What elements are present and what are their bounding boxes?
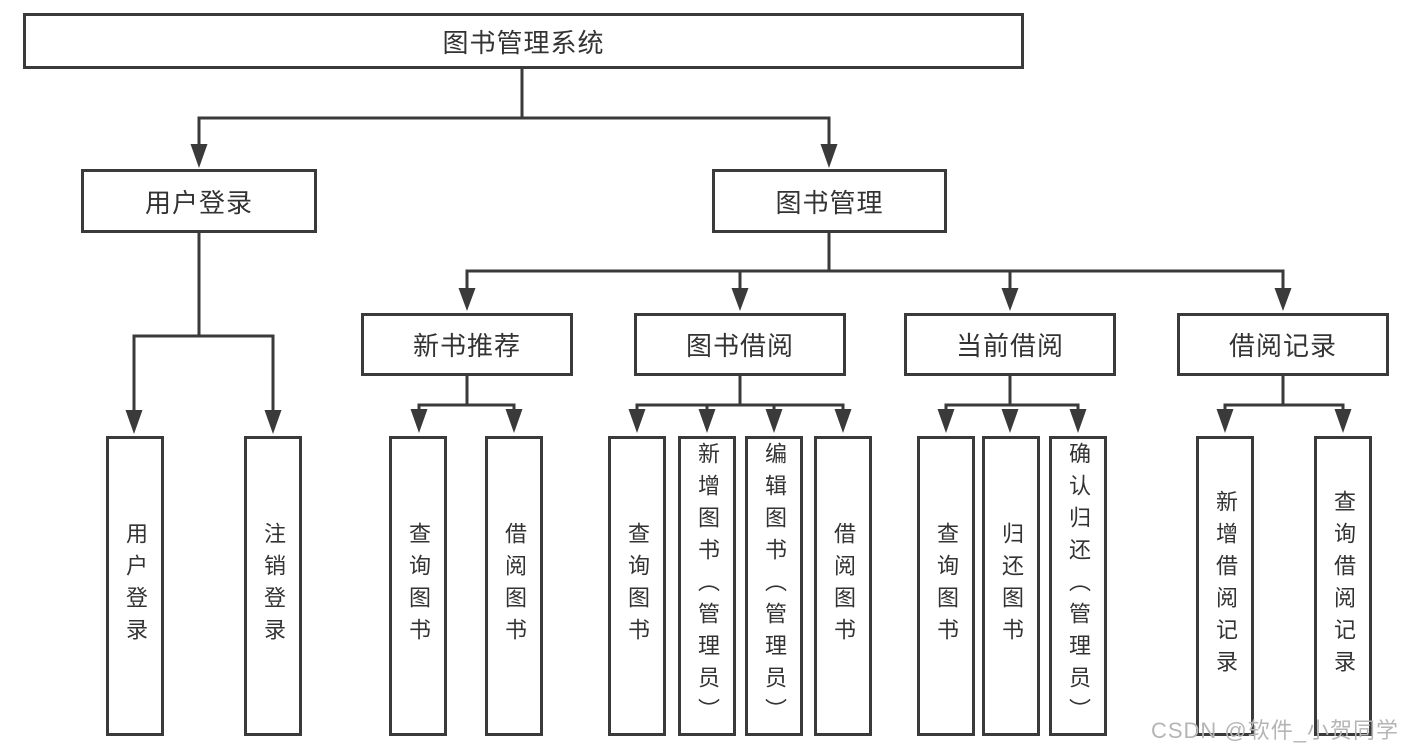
- leaf-borrow-books-rec: 借阅图书: [485, 436, 543, 736]
- node-borrow-records-label: 借阅记录: [1228, 331, 1337, 361]
- arrow-down-icon: [1216, 409, 1234, 433]
- node-user-login: 用户登录: [81, 169, 317, 233]
- node-root-label: 图书管理系统: [442, 27, 605, 58]
- node-root: 图书管理系统: [23, 13, 1024, 69]
- leaf-confirm-return-admin: 确认归还（管理员）: [1049, 436, 1107, 736]
- connector-edge: [417, 403, 516, 410]
- arrow-down-icon: [125, 410, 143, 434]
- connector-edge: [132, 334, 275, 412]
- arrow-down-icon: [458, 288, 476, 311]
- arrow-down-icon: [1001, 409, 1019, 433]
- leaf-add-book-admin: 新增图书（管理员）: [678, 436, 736, 736]
- leaf-borrow-books-rec-label: 借阅图书: [502, 522, 527, 650]
- leaf-query-books-rec: 查询图书: [389, 436, 447, 736]
- arrow-down-icon: [410, 409, 428, 433]
- node-borrow-records: 借阅记录: [1177, 313, 1389, 376]
- leaf-user-login-label: 用户登录: [123, 522, 148, 650]
- arrow-down-icon: [820, 144, 838, 168]
- leaf-user-login: 用户登录: [106, 436, 164, 736]
- leaf-add-borrow-record-label: 新增借阅记录: [1213, 490, 1238, 682]
- leaf-logout-label: 注销登录: [261, 522, 286, 650]
- node-book-borrow: 图书借阅: [634, 313, 846, 376]
- leaf-query-books-current-label: 查询图书: [934, 522, 959, 650]
- node-book-borrow-label: 图书借阅: [685, 331, 794, 361]
- arrow-down-icon: [731, 288, 749, 311]
- node-book-mgmt: 图书管理: [712, 169, 947, 233]
- node-current-borrow-label: 当前借阅: [955, 331, 1064, 361]
- node-new-book-rec: 新书推荐: [361, 313, 573, 376]
- node-book-mgmt-label: 图书管理: [775, 187, 884, 218]
- node-user-login-label: 用户登录: [144, 187, 253, 218]
- arrow-down-icon: [698, 409, 716, 433]
- leaf-confirm-return-admin-label: 确认归还（管理员）: [1066, 442, 1091, 730]
- leaf-edit-book-admin: 编辑图书（管理员）: [745, 436, 803, 736]
- arrow-down-icon: [765, 409, 783, 433]
- node-current-borrow: 当前借阅: [904, 313, 1116, 376]
- leaf-return-book: 归还图书: [982, 436, 1040, 736]
- connector-edge: [944, 403, 1080, 410]
- arrow-down-icon: [1334, 409, 1352, 433]
- arrow-down-icon: [834, 409, 852, 433]
- connector-edge: [197, 116, 831, 147]
- watermark: CSDN @软件_小贺同学: [1150, 718, 1399, 743]
- leaf-query-borrow-record: 查询借阅记录: [1314, 436, 1372, 736]
- leaf-borrow-books-borrow-label: 借阅图书: [831, 522, 856, 650]
- leaf-query-borrow-record-label: 查询借阅记录: [1331, 490, 1356, 682]
- leaf-borrow-books-borrow: 借阅图书: [814, 436, 872, 736]
- arrow-down-icon: [264, 410, 282, 434]
- leaf-query-books-current: 查询图书: [917, 436, 975, 736]
- leaf-logout: 注销登录: [244, 436, 302, 736]
- arrow-down-icon: [505, 409, 523, 433]
- leaf-add-book-admin-label: 新增图书（管理员）: [695, 442, 720, 730]
- leaf-add-borrow-record: 新增借阅记录: [1196, 436, 1254, 736]
- leaf-query-books-rec-label: 查询图书: [406, 522, 431, 650]
- leaf-query-books-borrow: 查询图书: [608, 436, 666, 736]
- connector-edge: [465, 269, 1285, 290]
- leaf-edit-book-admin-label: 编辑图书（管理员）: [762, 442, 787, 730]
- node-new-book-rec-label: 新书推荐: [412, 331, 521, 361]
- arrow-down-icon: [628, 409, 646, 433]
- connector-edge: [1223, 403, 1345, 410]
- arrow-down-icon: [1001, 288, 1019, 311]
- arrow-down-icon: [1069, 409, 1087, 433]
- leaf-return-book-label: 归还图书: [999, 522, 1024, 650]
- leaf-query-books-borrow-label: 查询图书: [625, 522, 650, 650]
- connector-edge: [635, 403, 845, 410]
- arrow-down-icon: [937, 409, 955, 433]
- arrow-down-icon: [190, 144, 208, 168]
- arrow-down-icon: [1274, 288, 1292, 311]
